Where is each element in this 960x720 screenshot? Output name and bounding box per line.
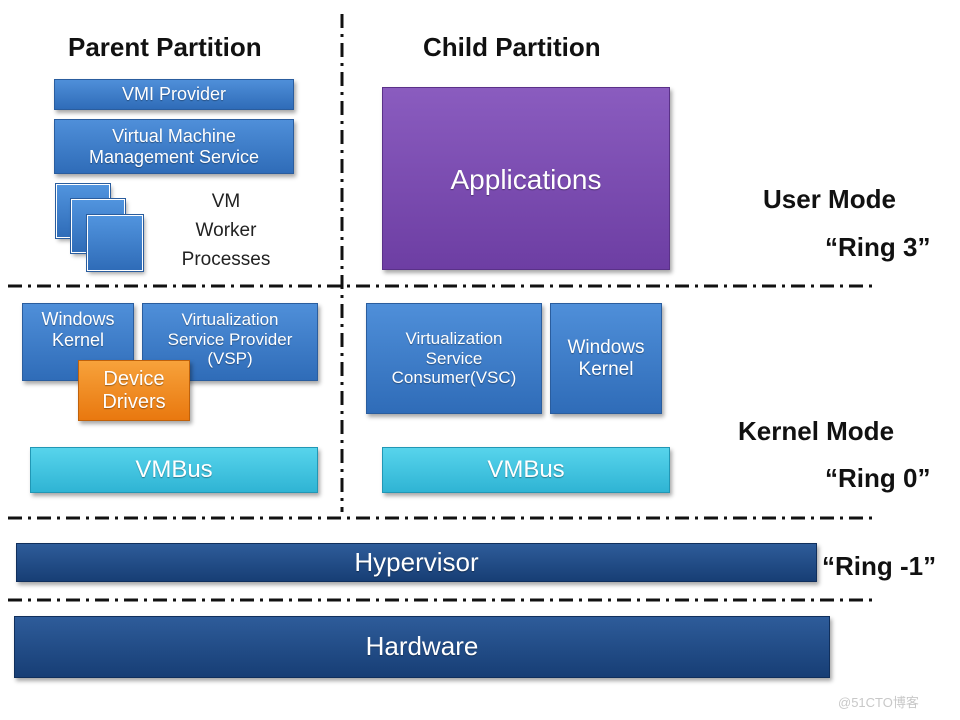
vm-worker-line1: VM bbox=[211, 191, 241, 212]
vsp-line1: Virtualization bbox=[181, 310, 279, 329]
applications-label: Applications bbox=[450, 164, 602, 195]
device-drivers-box: Device Drivers bbox=[78, 360, 190, 421]
vmms-label-line2: Management Service bbox=[88, 146, 260, 167]
hypervisor-label: Hypervisor bbox=[354, 546, 479, 577]
worker-process-square-front bbox=[86, 214, 144, 272]
watermark-text: @51CTO博客 bbox=[838, 695, 919, 710]
vmms-label-line1: Virtual Machine bbox=[112, 125, 236, 146]
vmms-box: Virtual Machine Management Service bbox=[54, 119, 294, 174]
ring0-label: “Ring 0” bbox=[825, 463, 931, 493]
vm-worker-processes-label: VM Worker Processes bbox=[166, 187, 286, 274]
kernel-mode-label: Kernel Mode bbox=[738, 416, 895, 446]
hardware-box: Hardware bbox=[14, 616, 830, 678]
ring-minus1-label: “Ring -1” bbox=[822, 551, 937, 581]
child-windows-kernel-line2: Kernel bbox=[578, 358, 634, 380]
vsc-line1: Virtualization bbox=[405, 329, 503, 349]
vsp-line3: (VSP) bbox=[207, 349, 253, 369]
child-vmbus-label: VMBus bbox=[487, 456, 565, 484]
child-partition-heading: Child Partition bbox=[423, 32, 601, 62]
hypervisor-box: Hypervisor bbox=[16, 543, 817, 582]
vmi-provider-label: VMI Provider bbox=[121, 84, 227, 105]
vsc-line2: Service bbox=[425, 348, 483, 368]
parent-windows-kernel-line2: Kernel bbox=[51, 329, 105, 350]
vsc-line3: Consumer(VSC) bbox=[391, 368, 517, 388]
vsp-line2: Service Provider bbox=[167, 329, 293, 349]
parent-partition-heading: Parent Partition bbox=[68, 32, 262, 62]
ring3-label: “Ring 3” bbox=[825, 232, 931, 262]
device-drivers-line2: Drivers bbox=[102, 390, 166, 413]
child-windows-kernel-box: Windows Kernel bbox=[550, 303, 662, 414]
parent-windows-kernel-line1: Windows bbox=[41, 309, 115, 329]
vm-worker-line2: Worker bbox=[195, 220, 257, 241]
parent-vmbus-label: VMBus bbox=[135, 456, 213, 484]
child-windows-kernel-line1: Windows bbox=[567, 336, 645, 358]
vsc-box: Virtualization Service Consumer(VSC) bbox=[366, 303, 542, 414]
vm-worker-line3: Processes bbox=[181, 249, 271, 270]
user-mode-label: User Mode bbox=[763, 184, 896, 214]
child-vmbus-box: VMBus bbox=[382, 447, 670, 493]
hardware-label: Hardware bbox=[365, 631, 479, 662]
device-drivers-line1: Device bbox=[103, 367, 165, 390]
applications-box: Applications bbox=[382, 87, 670, 270]
parent-vmbus-box: VMBus bbox=[30, 447, 318, 493]
vmi-provider-box: VMI Provider bbox=[54, 79, 294, 110]
